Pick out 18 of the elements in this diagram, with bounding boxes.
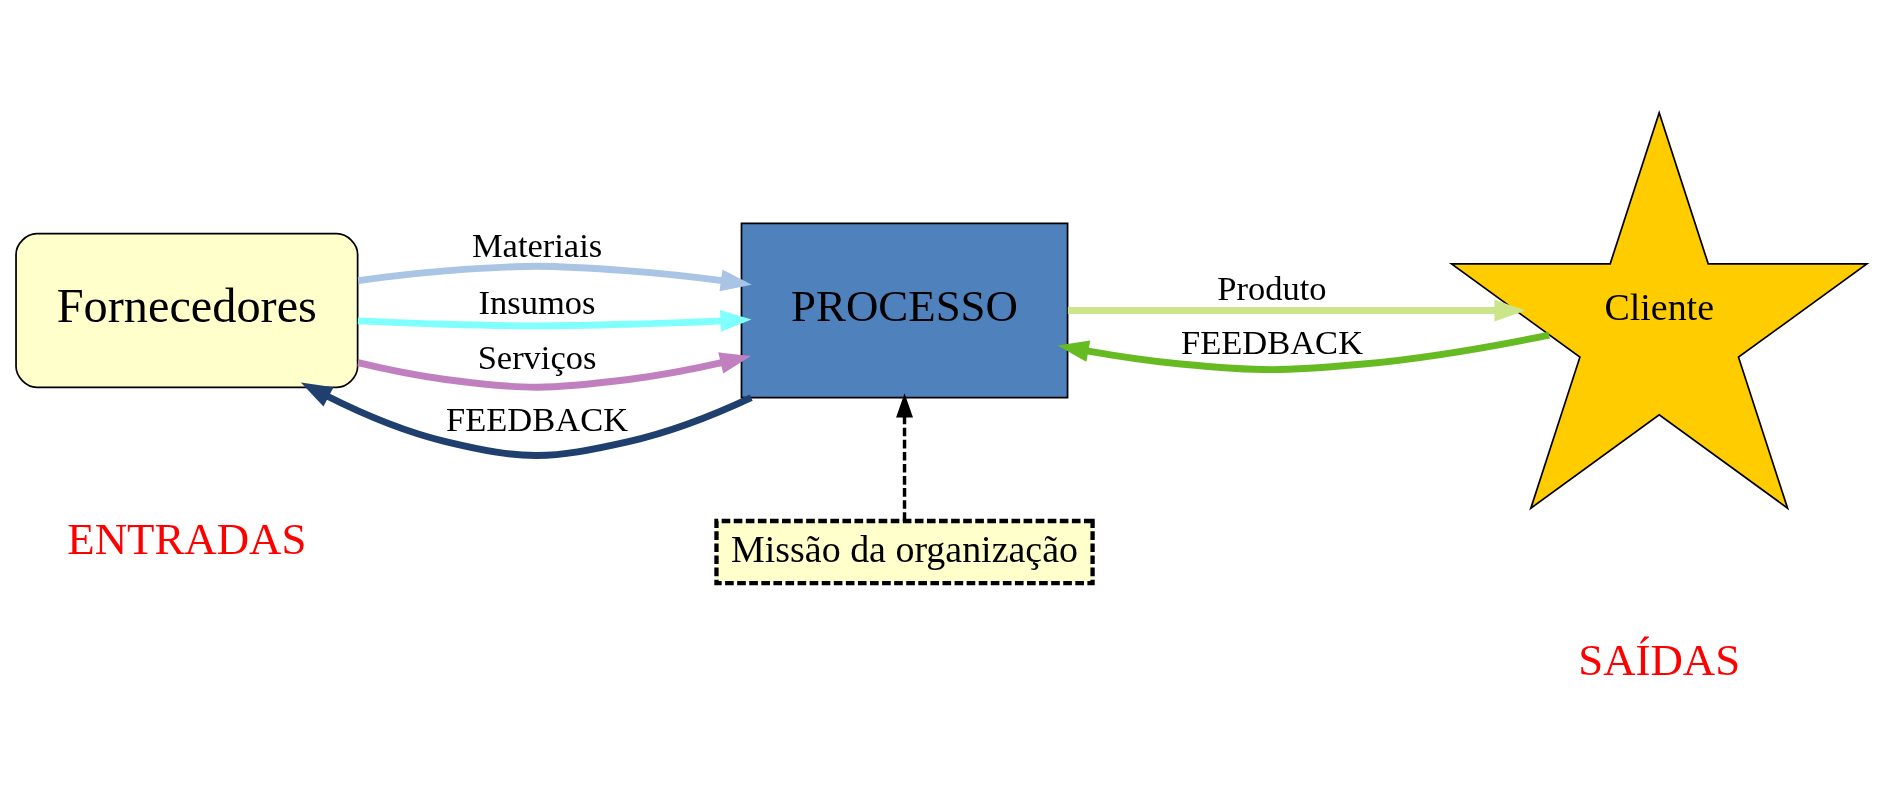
arrow [357,309,752,332]
arrow [1057,331,1550,373]
arrow [357,262,752,291]
arrow [896,392,913,521]
edge-label: Materiais [471,225,603,264]
node-box: PROCESSO [740,222,1069,398]
edge-label: Serviços [477,337,597,376]
arrow [1067,299,1526,321]
arrow [300,382,753,459]
label: ENTRADAS [67,513,307,564]
edge-label: Insumos [478,282,596,321]
edge-label: FEEDBACK [446,399,629,438]
edge-label: FEEDBACK [1180,322,1364,361]
label: SAÍDAS [1578,634,1741,685]
arrow [357,351,752,391]
node-box: Fornecedores [15,232,359,388]
node-box: Missão da organização [714,518,1095,585]
edge-label: Produto [1217,268,1327,307]
